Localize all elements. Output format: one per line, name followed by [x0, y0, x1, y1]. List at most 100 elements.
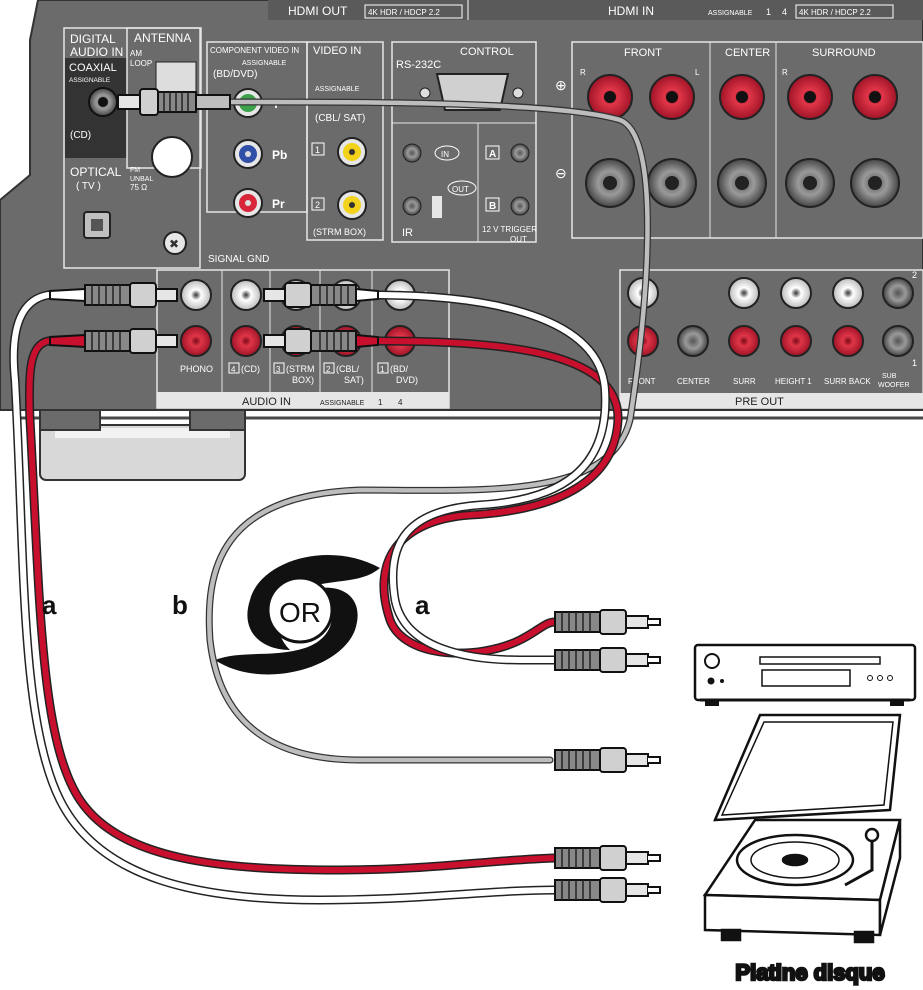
rca-plug-cd-l [263, 282, 379, 308]
pr-label: Pr [272, 197, 285, 211]
speaker-plus-label: ⊕ [555, 77, 567, 93]
svg-text:✖: ✖ [169, 237, 179, 251]
bd-label-2: DVD) [396, 375, 418, 385]
sub-n1: 1 [912, 358, 917, 368]
cbl-n2: 2 [326, 365, 331, 374]
turntable-tonearm [844, 838, 874, 887]
ir-out-jack[interactable] [402, 196, 422, 216]
cable-label-b: b [172, 590, 188, 620]
pre-out-surr-l[interactable] [728, 277, 760, 309]
cd-display [761, 669, 851, 687]
receiver-foot [39, 409, 246, 481]
component-assignable: ASSIGNABLE [242, 60, 287, 67]
fm-jack[interactable] [151, 136, 193, 178]
video-in-assignable: ASSIGNABLE [315, 86, 360, 93]
phono-l-jack[interactable] [180, 279, 212, 311]
cable-label-a-left: a [42, 590, 57, 620]
rca-plug-phono-r [49, 328, 178, 354]
pre-out-center[interactable] [677, 325, 709, 357]
or-label: OR [279, 597, 321, 628]
video-in-n2: 2 [315, 200, 320, 210]
plugs [49, 88, 661, 903]
cd-red-cable [372, 338, 622, 657]
control-title: CONTROL [460, 46, 514, 58]
pre-out-surrback-l[interactable] [832, 277, 864, 309]
front-l: L [695, 68, 700, 77]
center-label: CENTER [725, 47, 770, 59]
coaxial-cable [206, 99, 650, 763]
or-swirl: OR [215, 554, 380, 675]
coax-plug-receiver [117, 88, 231, 116]
ir-label: IR [402, 227, 413, 239]
am-terminal[interactable] [155, 61, 197, 93]
hdmi-in-assignable: ASSIGNABLE [708, 10, 753, 17]
pre-out-sub-1[interactable] [882, 325, 914, 357]
speaker-terminals: ⊕ ⊖ FRONT CENTER SURROUND R L R [555, 41, 923, 239]
unbal-label: UNBAL [130, 176, 153, 183]
receiver-rear-panel: HDMI OUT 4K HDR / HDCP 2.2 HDMI IN ASSIG… [0, 0, 923, 481]
rca-plug-cd-r [263, 328, 379, 354]
ir-in-label: IN [441, 150, 449, 159]
turntable-white-cable [10, 292, 558, 903]
video-in-title: VIDEO IN [313, 45, 361, 57]
strm-label-1: (STRM [286, 364, 315, 374]
video-in-section: VIDEO IN ASSIGNABLE (CBL/ SAT) 1 2 (STRM… [306, 41, 384, 241]
pre-out-height-l[interactable] [780, 277, 812, 309]
ir-out-label: OUT [452, 185, 469, 194]
phono-r-jack[interactable] [180, 325, 212, 357]
front-r: R [580, 68, 586, 77]
turntable-red-cable [26, 338, 558, 873]
cd-l-jack[interactable] [230, 279, 262, 311]
hdmi-strip: HDMI OUT 4K HDR / HDCP 2.2 HDMI IN ASSIG… [268, 0, 923, 20]
cd-tray [759, 656, 881, 665]
pre-out-title: PRE OUT [735, 396, 784, 408]
phono-label: PHONO [180, 364, 213, 374]
video-in-cbl: (CBL/ SAT) [315, 113, 365, 124]
pre-sub-label-2: WOOFER [878, 382, 910, 389]
strm-n3: 3 [276, 365, 281, 374]
pre-out-height-r[interactable] [780, 325, 812, 357]
component-source: (BD/DVD) [213, 69, 257, 80]
audio-in-title: AUDIO IN [242, 396, 291, 408]
cd-label: (CD) [241, 364, 260, 374]
strm-label-2: BOX) [292, 375, 314, 385]
pre-out-section: PRE OUT 2 1 FRONT CENTER SURR HEIGHT 1 S… [619, 269, 923, 409]
digital-title: DIGITAL [70, 32, 116, 46]
trigger-a-label: A [489, 149, 496, 160]
turntable-device-label: Platine disque [735, 960, 884, 985]
ir-in-jack[interactable] [402, 143, 422, 163]
hdmi-out-label: HDMI OUT [288, 4, 348, 18]
sub-n2: 2 [912, 270, 917, 280]
pre-front-label: FRONT [628, 377, 656, 386]
cables [9, 98, 651, 905]
trigger-b-jack[interactable] [510, 196, 530, 216]
pre-out-surrback-r[interactable] [832, 325, 864, 357]
signal-gnd: ✖ SIGNAL GND [163, 231, 269, 265]
trigger-a-jack[interactable] [510, 143, 530, 163]
hdmi-in-label: HDMI IN [608, 4, 654, 18]
antenna-title: ANTENNA [134, 31, 191, 45]
bd-n1: 1 [380, 365, 385, 374]
video-in-strm: (STRM BOX) [313, 227, 366, 237]
video-in-n1: 1 [315, 145, 320, 155]
pre-surrback-label: SURR BACK [824, 377, 871, 386]
audio-in-title: AUDIO IN [70, 45, 123, 59]
optical-tv-label: ( TV ) [76, 181, 101, 192]
pre-sub-label-1: SUB [882, 373, 897, 380]
cd-r-jack[interactable] [230, 325, 262, 357]
loop-label: LOOP [130, 59, 152, 68]
ohm-label: 75 Ω [130, 183, 147, 192]
rca-plug-cd-device-red [554, 609, 661, 635]
rs232c-label: RS-232C [396, 59, 441, 71]
pre-out-sub-2[interactable] [882, 277, 914, 309]
signal-gnd-screw[interactable] [163, 231, 187, 255]
coaxial-label: COAXIAL [69, 62, 117, 74]
front-label: FRONT [624, 47, 662, 59]
coaxial-assignable: ASSIGNABLE [69, 77, 111, 84]
hdmi-out-tag: 4K HDR / HDCP 2.2 [368, 8, 440, 17]
turntable-dust-cover [713, 713, 902, 822]
pre-out-surr-r[interactable] [728, 325, 760, 357]
control-section: RS-232C CONTROL IN OUT IR A B 12 V TRIGG… [391, 41, 537, 244]
trigger-b-label: B [489, 201, 496, 212]
